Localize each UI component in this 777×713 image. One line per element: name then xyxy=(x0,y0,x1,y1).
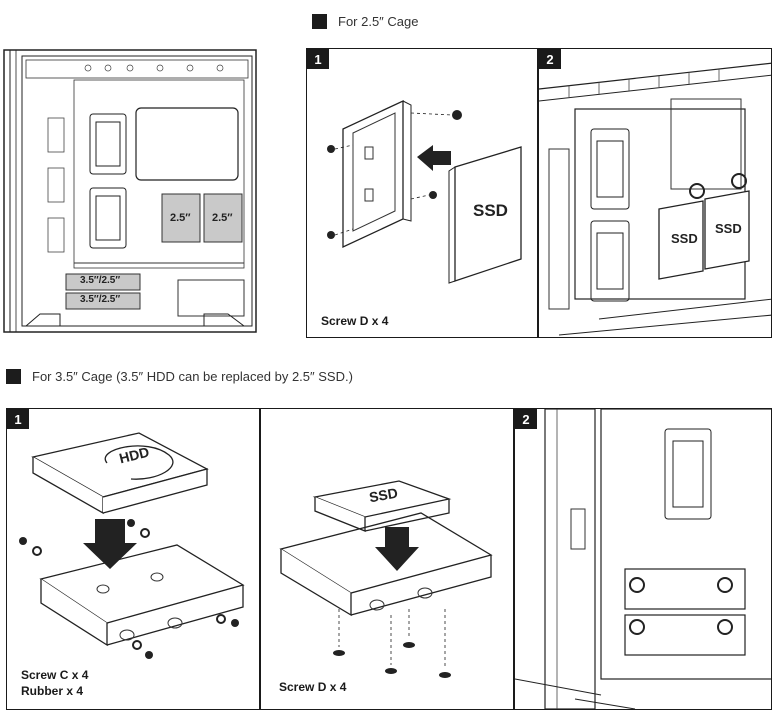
ssd-in-hdd-cage-drawing xyxy=(279,480,493,678)
bottom-step2-panel: 2 xyxy=(514,408,772,710)
step-caption: Screw D x 4 xyxy=(321,314,389,328)
case-bottom-interior-drawing xyxy=(515,409,771,709)
cage-label-left: 2.5″ xyxy=(170,212,191,224)
ssd-label: SSD xyxy=(473,201,508,220)
heading-bullet-square xyxy=(6,369,21,384)
ssd-mount-drawing xyxy=(327,99,522,284)
ssd-label-left: SSD xyxy=(671,231,698,246)
hdd-mount-drawing xyxy=(19,432,245,659)
step-number: 1 xyxy=(7,409,29,429)
step-caption: Screw D x 4 xyxy=(279,680,347,694)
cage-label-right: 2.5″ xyxy=(212,212,233,224)
step-number: 2 xyxy=(515,409,537,429)
step-number: 2 xyxy=(539,49,561,69)
case-overview-diagram: 2.5″ 2.5″ 3.5″/2.5″ 3.5″/2.5″ xyxy=(0,48,262,338)
bottom-step1-panel: 1 HDD Screw C x 4 Rubber x 4 xyxy=(6,408,514,710)
step-number: 1 xyxy=(307,49,329,69)
top-step2-panel: 2 SSD SSD xyxy=(538,48,772,338)
heading-2-5-cage: For 2.5″ Cage xyxy=(312,14,418,29)
heading-text: For 3.5″ Cage (3.5″ HDD can be replaced … xyxy=(32,369,353,384)
step-caption-rubbers: Rubber x 4 xyxy=(21,684,84,698)
step-caption-screws: Screw C x 4 xyxy=(21,668,89,682)
heading-3-5-cage: For 3.5″ Cage (3.5″ HDD can be replaced … xyxy=(6,369,353,384)
hdd-label-bottom: 3.5″/2.5″ xyxy=(80,294,121,305)
ssd-label-right: SSD xyxy=(715,221,742,236)
hdd-label-top: 3.5″/2.5″ xyxy=(80,275,121,286)
panel-divider xyxy=(259,409,261,709)
case-overview-svg xyxy=(3,49,257,333)
top-step1-panel: 1 SSD Screw D x 4 xyxy=(306,48,538,338)
heading-bullet-square xyxy=(312,14,327,29)
case-interior-drawing xyxy=(539,62,771,336)
heading-text: For 2.5″ Cage xyxy=(338,14,419,29)
